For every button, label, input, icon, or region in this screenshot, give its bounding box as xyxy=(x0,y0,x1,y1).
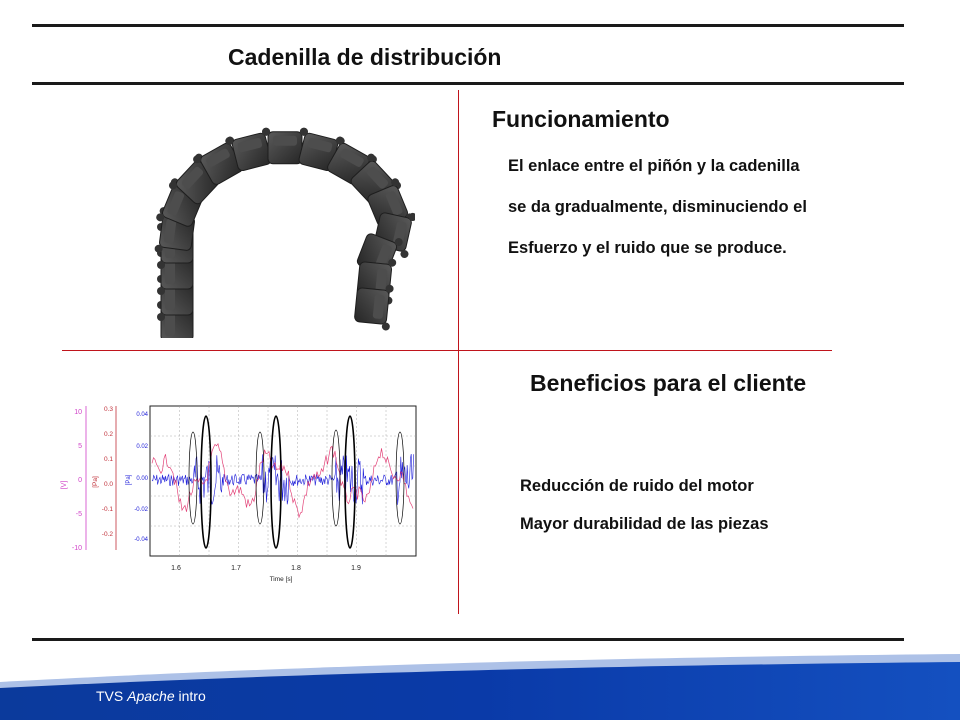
footer-text: TVS Apache intro xyxy=(96,688,206,704)
highlight-ellipse xyxy=(200,415,212,549)
funcionamiento-text: El enlace entre el piñón y la cadenilla … xyxy=(508,146,928,269)
inner-axis-tick: -0.04 xyxy=(134,537,148,543)
highlight-ellipse xyxy=(270,415,282,549)
vertical-divider xyxy=(458,90,459,614)
inner-axis-tick: 0.04 xyxy=(136,412,148,418)
left-axis-tick: -5 xyxy=(76,511,82,518)
red-signal xyxy=(151,442,414,519)
mid-axis-label: [Pa] xyxy=(92,476,99,488)
funcionamiento-heading: Funcionamiento xyxy=(492,106,670,132)
mid-axis-tick: 0.3 xyxy=(104,406,113,413)
noise-signal-plot: 10 5 0 -5 -10 [V] 0.3 0.2 0.1 0.0 -0.1 -… xyxy=(61,405,417,583)
highlight-ellipse xyxy=(255,431,265,525)
inner-axis-label: [Pa] xyxy=(126,474,132,485)
mid-axis: 0.3 0.2 0.1 0.0 -0.1 -0.2 [Pa] xyxy=(92,406,113,538)
page-title: Cadenilla de distribución xyxy=(228,44,502,70)
benefit-item: Mayor durabilidad de las piezas xyxy=(520,515,769,533)
horizontal-divider xyxy=(62,350,832,351)
chain-links xyxy=(154,127,415,338)
x-axis: 1.6 1.7 1.8 1.9 Time [s] xyxy=(171,565,361,583)
chain-link xyxy=(354,284,394,331)
funcionamiento-line: Esfuerzo y el ruido que se produce. xyxy=(508,239,787,257)
mid-axis-tick: -0.2 xyxy=(102,531,114,538)
top-rule xyxy=(32,24,904,27)
x-axis-tick: 1.9 xyxy=(351,565,361,572)
inner-axis: 0.04 0.02 0.00 -0.02 -0.04 [Pa] xyxy=(126,412,149,543)
left-axis-tick: 0 xyxy=(78,477,82,484)
funcionamiento-line: El enlace entre el piñón y la cadenilla xyxy=(508,157,800,175)
blue-signal xyxy=(151,453,414,505)
left-axis-tick: 5 xyxy=(78,443,82,450)
left-axis-tick: 10 xyxy=(74,409,82,416)
mid-axis-tick: 0.0 xyxy=(104,481,113,488)
left-axis-tick: -10 xyxy=(72,545,82,552)
inner-axis-tick: 0.00 xyxy=(136,476,148,482)
x-axis-label: Time [s] xyxy=(270,576,293,583)
inner-axis-tick: 0.02 xyxy=(136,444,148,450)
inner-axis-tick: -0.02 xyxy=(134,507,148,513)
highlight-ellipse xyxy=(331,429,341,527)
title-underline xyxy=(32,82,904,85)
chain-link xyxy=(225,127,272,171)
x-axis-tick: 1.8 xyxy=(291,565,301,572)
highlight-ellipse xyxy=(344,415,356,549)
benefit-item: Reducción de ruido del motor xyxy=(520,477,754,495)
mid-axis-tick: -0.1 xyxy=(102,506,114,513)
x-axis-tick: 1.6 xyxy=(171,565,181,572)
funcionamiento-line: se da gradualmente, disminuciendo el xyxy=(508,198,807,216)
footer-suffix: intro xyxy=(174,688,206,704)
highlight-ellipse xyxy=(395,431,405,525)
highlight-ellipse xyxy=(188,431,198,525)
timing-chain-image xyxy=(154,127,415,338)
left-axis: 10 5 0 -5 -10 [V] xyxy=(61,409,82,552)
footer-prefix: TVS xyxy=(96,688,128,704)
left-axis-label: [V] xyxy=(61,481,68,490)
footer-italic: Apache xyxy=(127,688,175,704)
highlight-ellipses xyxy=(188,415,405,549)
mid-axis-tick: 0.1 xyxy=(104,456,113,463)
bottom-rule xyxy=(32,638,904,641)
x-axis-tick: 1.7 xyxy=(231,565,241,572)
footer-wave xyxy=(0,654,960,720)
beneficios-heading: Beneficios para el cliente xyxy=(530,370,807,396)
mid-axis-tick: 0.2 xyxy=(104,431,113,438)
